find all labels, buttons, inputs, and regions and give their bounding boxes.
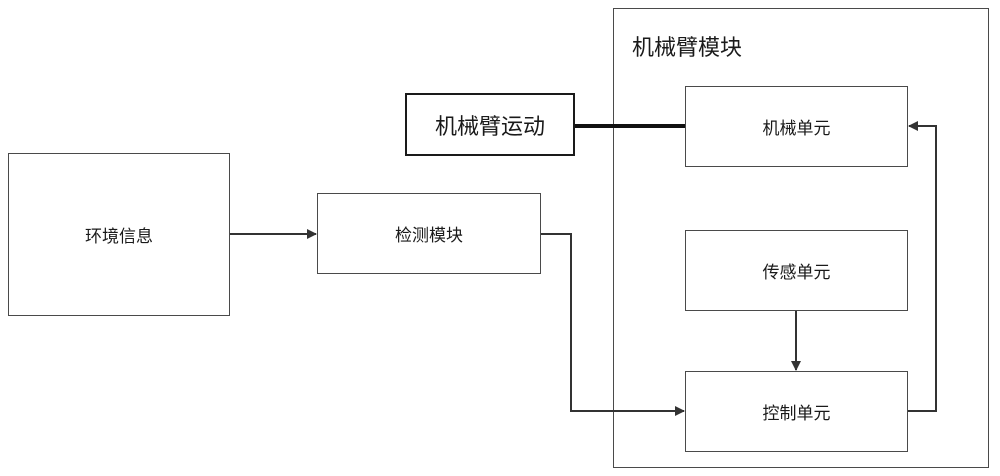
detect-module-node: 检测模块 (317, 193, 541, 274)
mech-unit-node: 机械单元 (685, 86, 908, 167)
robot-arm-module-group (613, 8, 989, 468)
robot-arm-module-title: 机械臂模块 (632, 36, 743, 61)
env-info-node: 环境信息 (8, 153, 230, 316)
sensor-unit-node: 传感单元 (685, 230, 908, 311)
edge-control-to-mech (908, 121, 937, 412)
control-unit-node: 控制单元 (685, 371, 908, 452)
edge-detect-to-control (541, 233, 685, 416)
arm-motion-node: 机械臂运动 (405, 93, 575, 156)
